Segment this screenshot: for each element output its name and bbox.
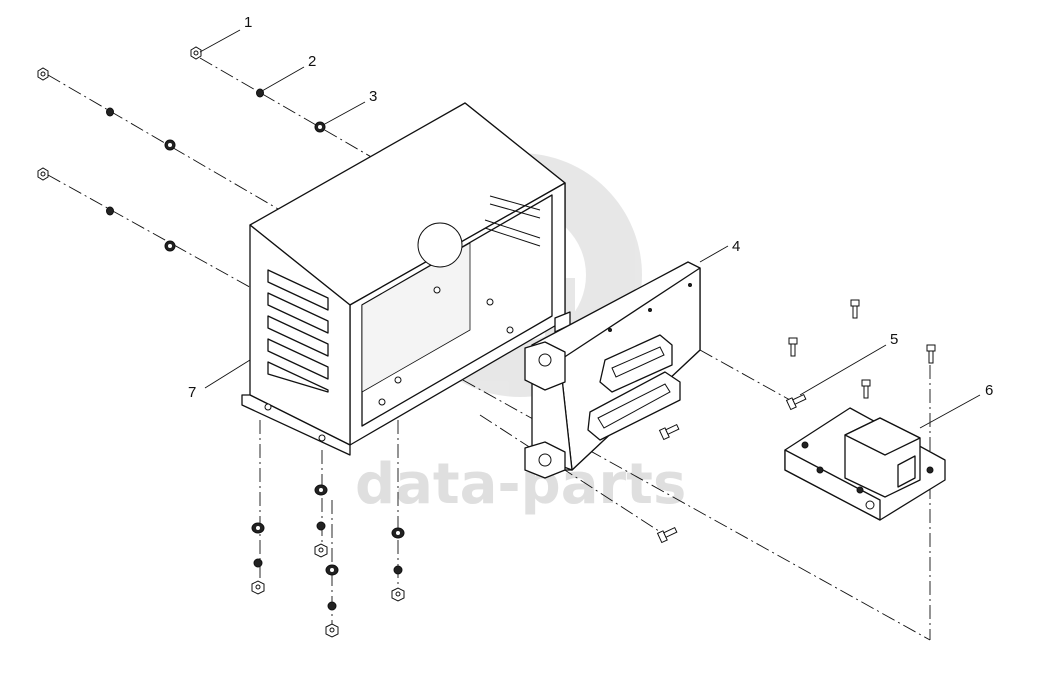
- nut-icon: [391, 587, 405, 602]
- callout-2: 2: [308, 53, 316, 70]
- nut-icon: [190, 46, 202, 60]
- bolt: [656, 526, 678, 544]
- lock-washer-icon: [327, 601, 337, 611]
- top-hardware: [37, 46, 326, 252]
- callout-5: 5: [890, 331, 898, 348]
- washer-icon: [251, 522, 265, 534]
- washer-icon: [391, 527, 405, 539]
- nut-icon: [37, 167, 49, 181]
- washer-icon: [164, 240, 176, 252]
- washer-icon: [164, 139, 176, 151]
- washer-icon: [325, 564, 339, 576]
- bottom-hardware: [251, 484, 405, 638]
- callout-labels: 1 2 3 4 5 6 7: [188, 14, 993, 401]
- bolt: [785, 393, 807, 411]
- lock-washer-icon: [253, 558, 263, 568]
- housing-box: [241, 102, 571, 456]
- lock-washer-icon: [106, 206, 114, 216]
- washer-icon: [314, 121, 326, 133]
- watermark-text: data-parts: [355, 452, 686, 517]
- leader-lines: [199, 29, 981, 429]
- bolt: [658, 423, 680, 441]
- bolt: [926, 344, 936, 364]
- assembly-axis-lines: [47, 57, 931, 641]
- callout-7: 7: [188, 384, 196, 401]
- washer-icon: [314, 484, 328, 496]
- control-unit: [784, 407, 946, 521]
- lock-washer-icon: [256, 88, 264, 98]
- bolt: [861, 379, 871, 399]
- bolt: [788, 337, 798, 357]
- bolts: [656, 299, 936, 544]
- callout-6: 6: [985, 382, 993, 399]
- bolt: [850, 299, 860, 319]
- nut-icon: [325, 623, 339, 638]
- ecu-module: [524, 261, 701, 479]
- housing-louvers: [267, 269, 329, 393]
- callout-3: 3: [369, 88, 377, 105]
- lock-washer-icon: [316, 521, 326, 531]
- nut-icon: [251, 580, 265, 595]
- nut-icon: [37, 67, 49, 81]
- lock-washer-icon: [393, 565, 403, 575]
- lock-washer-icon: [106, 107, 114, 117]
- callout-4: 4: [732, 238, 740, 255]
- nut-icon: [314, 543, 328, 558]
- callout-1: 1: [244, 14, 252, 31]
